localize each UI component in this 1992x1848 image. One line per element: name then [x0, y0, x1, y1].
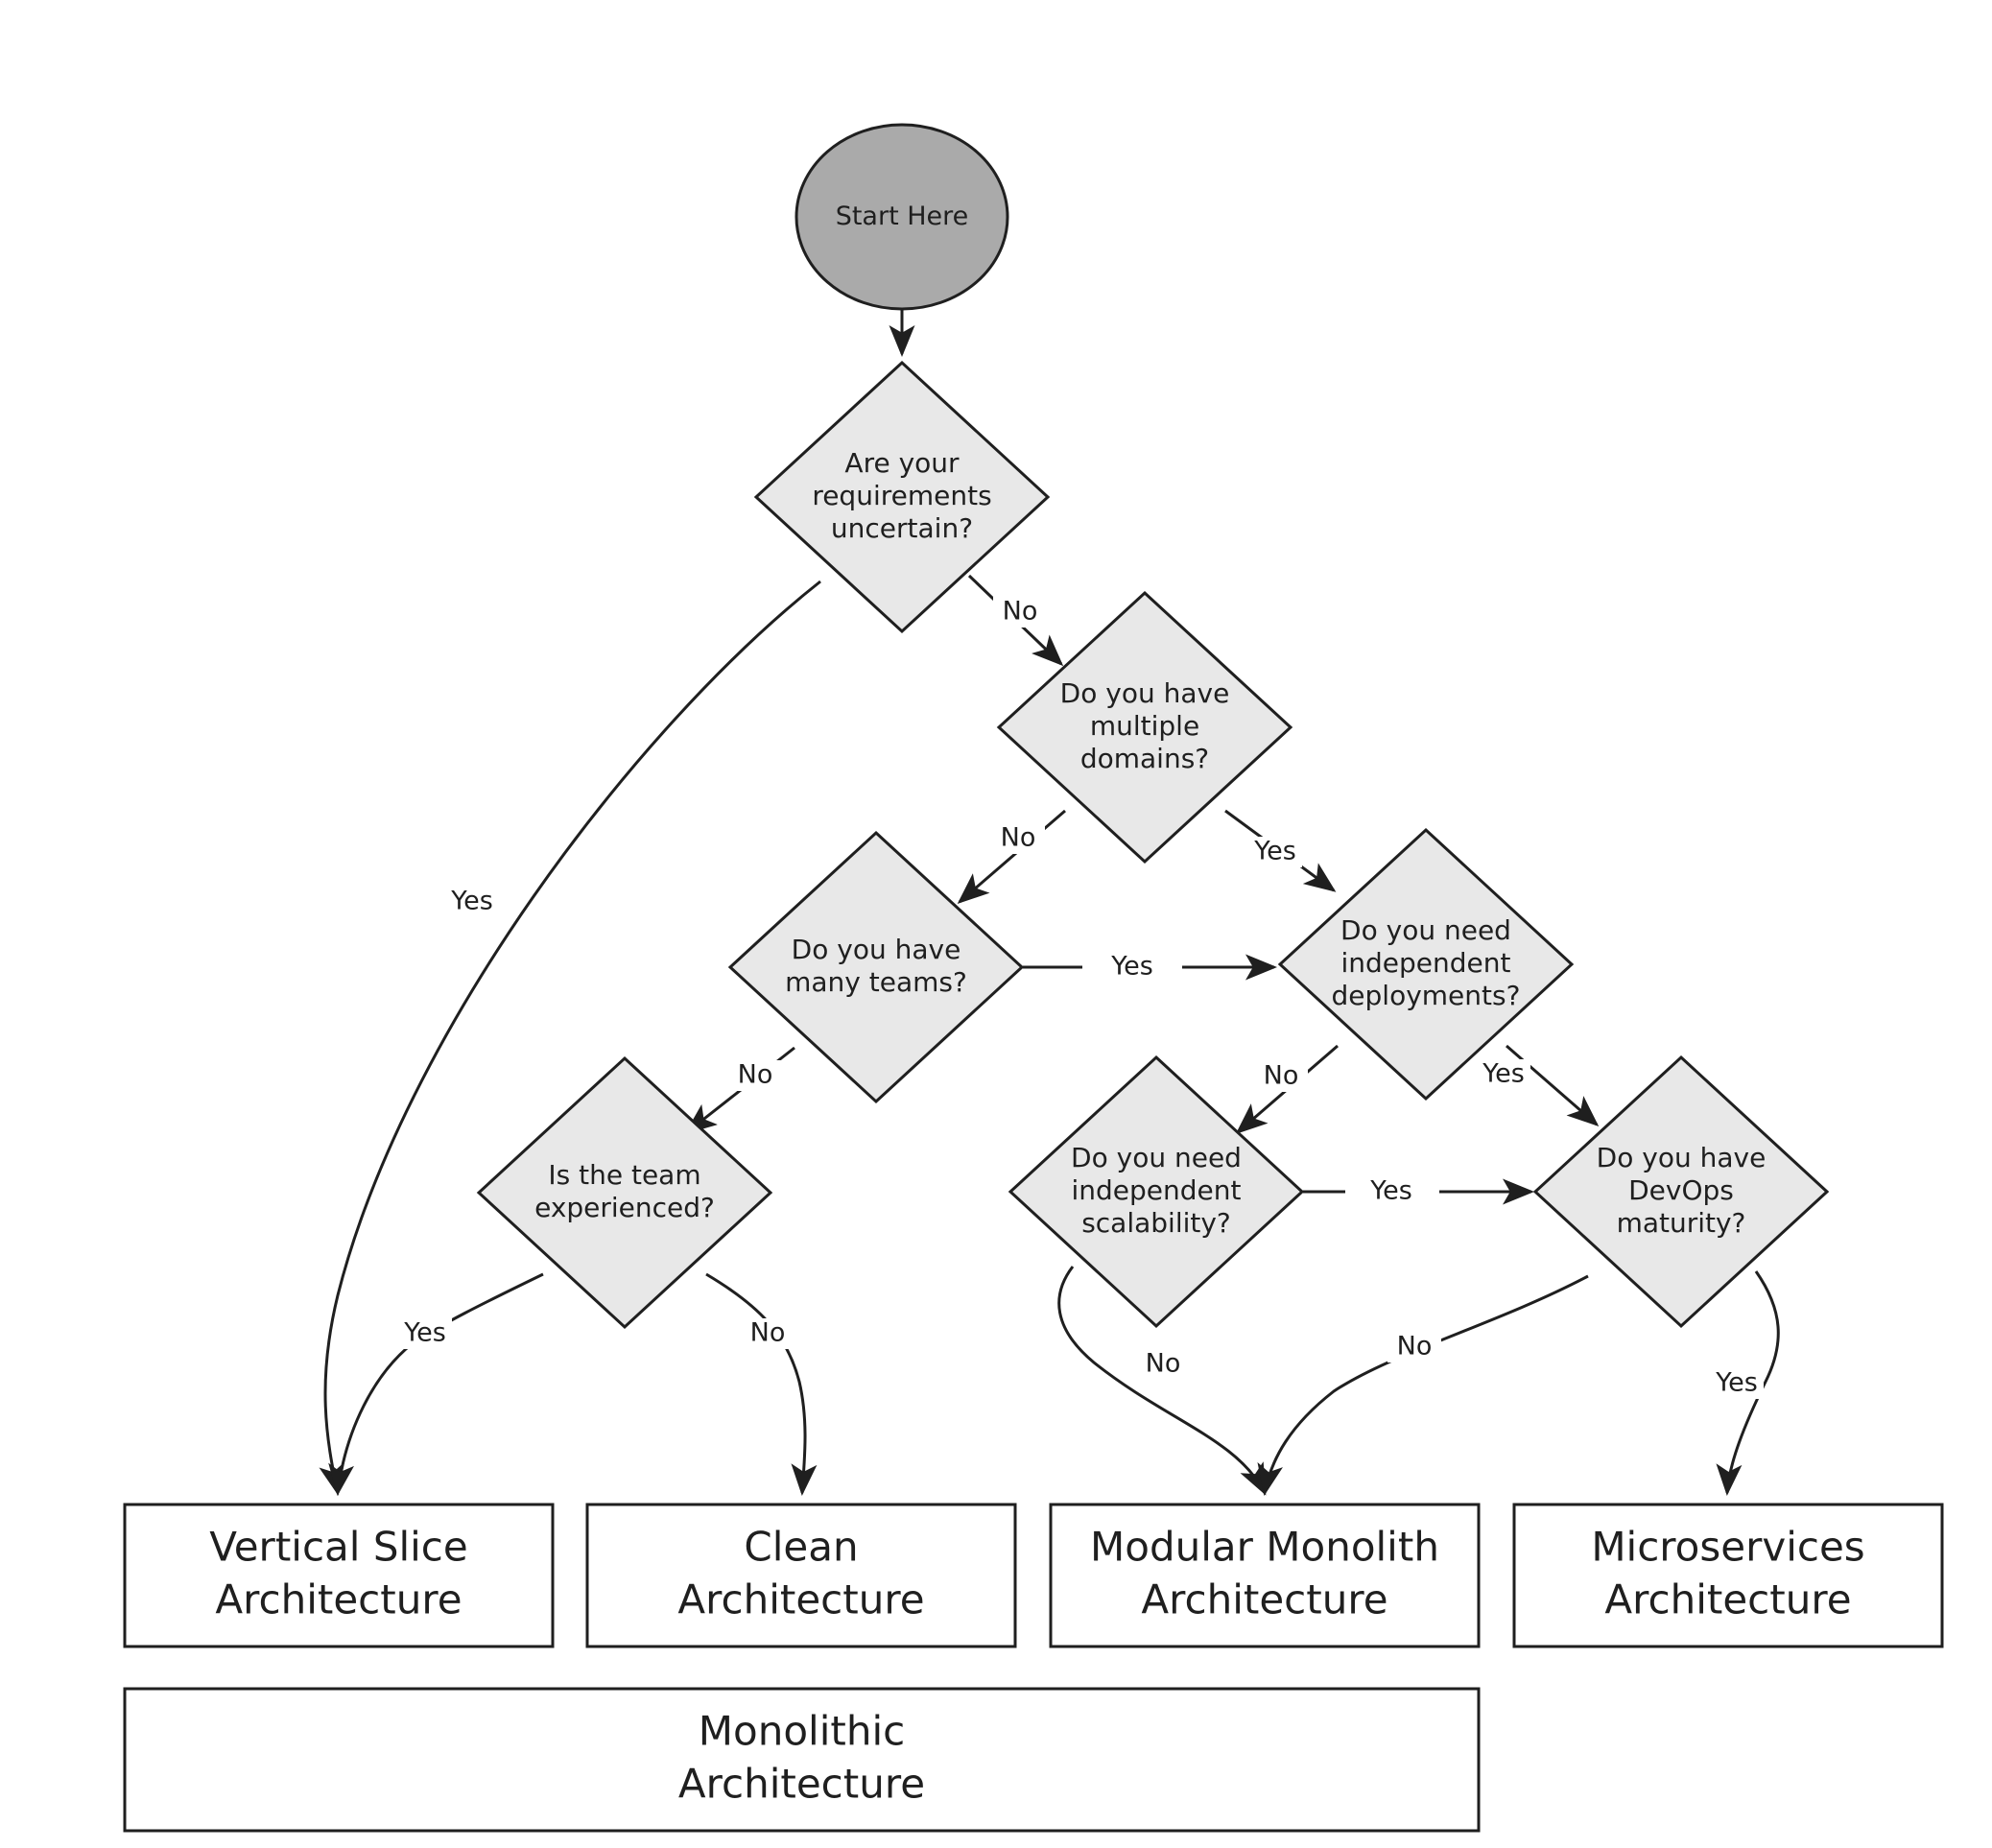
node-start[interactable]: Start Here — [794, 123, 1009, 311]
edge-label-e-requirements-vertical-yes: Yes — [450, 887, 493, 916]
edge-label-e-deployments-scalability-no: No — [1264, 1061, 1299, 1091]
edge-label-e-teams-deployments-yes: Yes — [1110, 952, 1153, 982]
node-shape-teams — [727, 830, 1025, 1104]
edge-label-e-scalability-devops-yes: Yes — [1369, 1176, 1412, 1206]
node-shape-experienced — [476, 1055, 773, 1330]
node-shape-monolithic — [123, 1687, 1481, 1833]
node-shape-microservices — [1512, 1503, 1944, 1648]
edge-label-bg-e-scalability-devops-yes — [1364, 1176, 1418, 1207]
edge-label-bg-e-requirements-vertical-yes — [445, 887, 499, 917]
node-shape-clean — [585, 1503, 1017, 1648]
edge-label-e-domains-deployments-yes: Yes — [1253, 837, 1296, 866]
edge-label-e-devops-microservices-yes: Yes — [1715, 1368, 1758, 1398]
edge-label-e-teams-experienced-no: No — [738, 1060, 773, 1090]
edge-label-e-deployments-devops-yes: Yes — [1482, 1059, 1525, 1089]
edge-e-requirements-vertical-yes — [319, 580, 821, 1496]
edge-label-bg-e-teams-experienced-no — [728, 1060, 782, 1091]
edge-label-bg-e-experienced-vertical-yes — [398, 1318, 452, 1349]
node-shape-modular-monolith — [1049, 1503, 1481, 1648]
edge-label-bg-e-deployments-devops-yes — [1477, 1059, 1530, 1090]
edge-label-e-experienced-clean-no: No — [750, 1318, 786, 1348]
node-shape-start — [794, 123, 1009, 311]
edge-e-experienced-clean-no — [705, 1272, 818, 1496]
edge-label-bg-e-scalability-modular-no — [1136, 1349, 1190, 1380]
node-shape-domains — [996, 590, 1293, 865]
node-shape-scalability — [1008, 1054, 1305, 1329]
node-shape-requirements — [753, 360, 1051, 634]
node-label-start: Start Here — [836, 201, 969, 231]
edge-label-bg-e-requirements-domains-no — [993, 597, 1047, 628]
edge-e-domains-teams-no — [957, 809, 1066, 904]
edge-label-bg-e-domains-deployments-yes — [1248, 837, 1302, 867]
edge-label-e-experienced-vertical-yes: Yes — [403, 1318, 446, 1348]
edge-e-devops-microservices-yes — [1716, 1270, 1780, 1496]
edge-e-devops-modular-no — [1257, 1274, 1589, 1496]
edge-label-bg-e-experienced-clean-no — [741, 1318, 794, 1349]
node-shape-deployments — [1277, 827, 1575, 1102]
edges-layer — [319, 309, 1780, 1496]
edge-label-e-scalability-modular-no: No — [1146, 1349, 1181, 1379]
edge-e-experienced-vertical-yes — [328, 1272, 544, 1496]
edge-e-scalability-modular-no — [1057, 1266, 1267, 1496]
edge-label-bg-e-devops-modular-no — [1387, 1332, 1441, 1362]
edge-label-bg-e-teams-deployments-yes — [1105, 952, 1159, 983]
edge-label-bg-e-domains-teams-no — [991, 823, 1045, 854]
node-shape-vertical-slice — [123, 1503, 555, 1648]
edge-label-e-devops-modular-no: No — [1397, 1332, 1433, 1362]
node-shape-devops — [1532, 1054, 1830, 1329]
edge-label-e-domains-teams-no: No — [1001, 823, 1036, 853]
edge-label-bg-e-devops-microservices-yes — [1710, 1368, 1764, 1399]
edge-label-e-requirements-domains-no: No — [1003, 597, 1038, 627]
edge-label-bg-e-deployments-scalability-no — [1254, 1061, 1308, 1092]
edge-e-deployments-devops-yes — [1506, 1044, 1600, 1126]
